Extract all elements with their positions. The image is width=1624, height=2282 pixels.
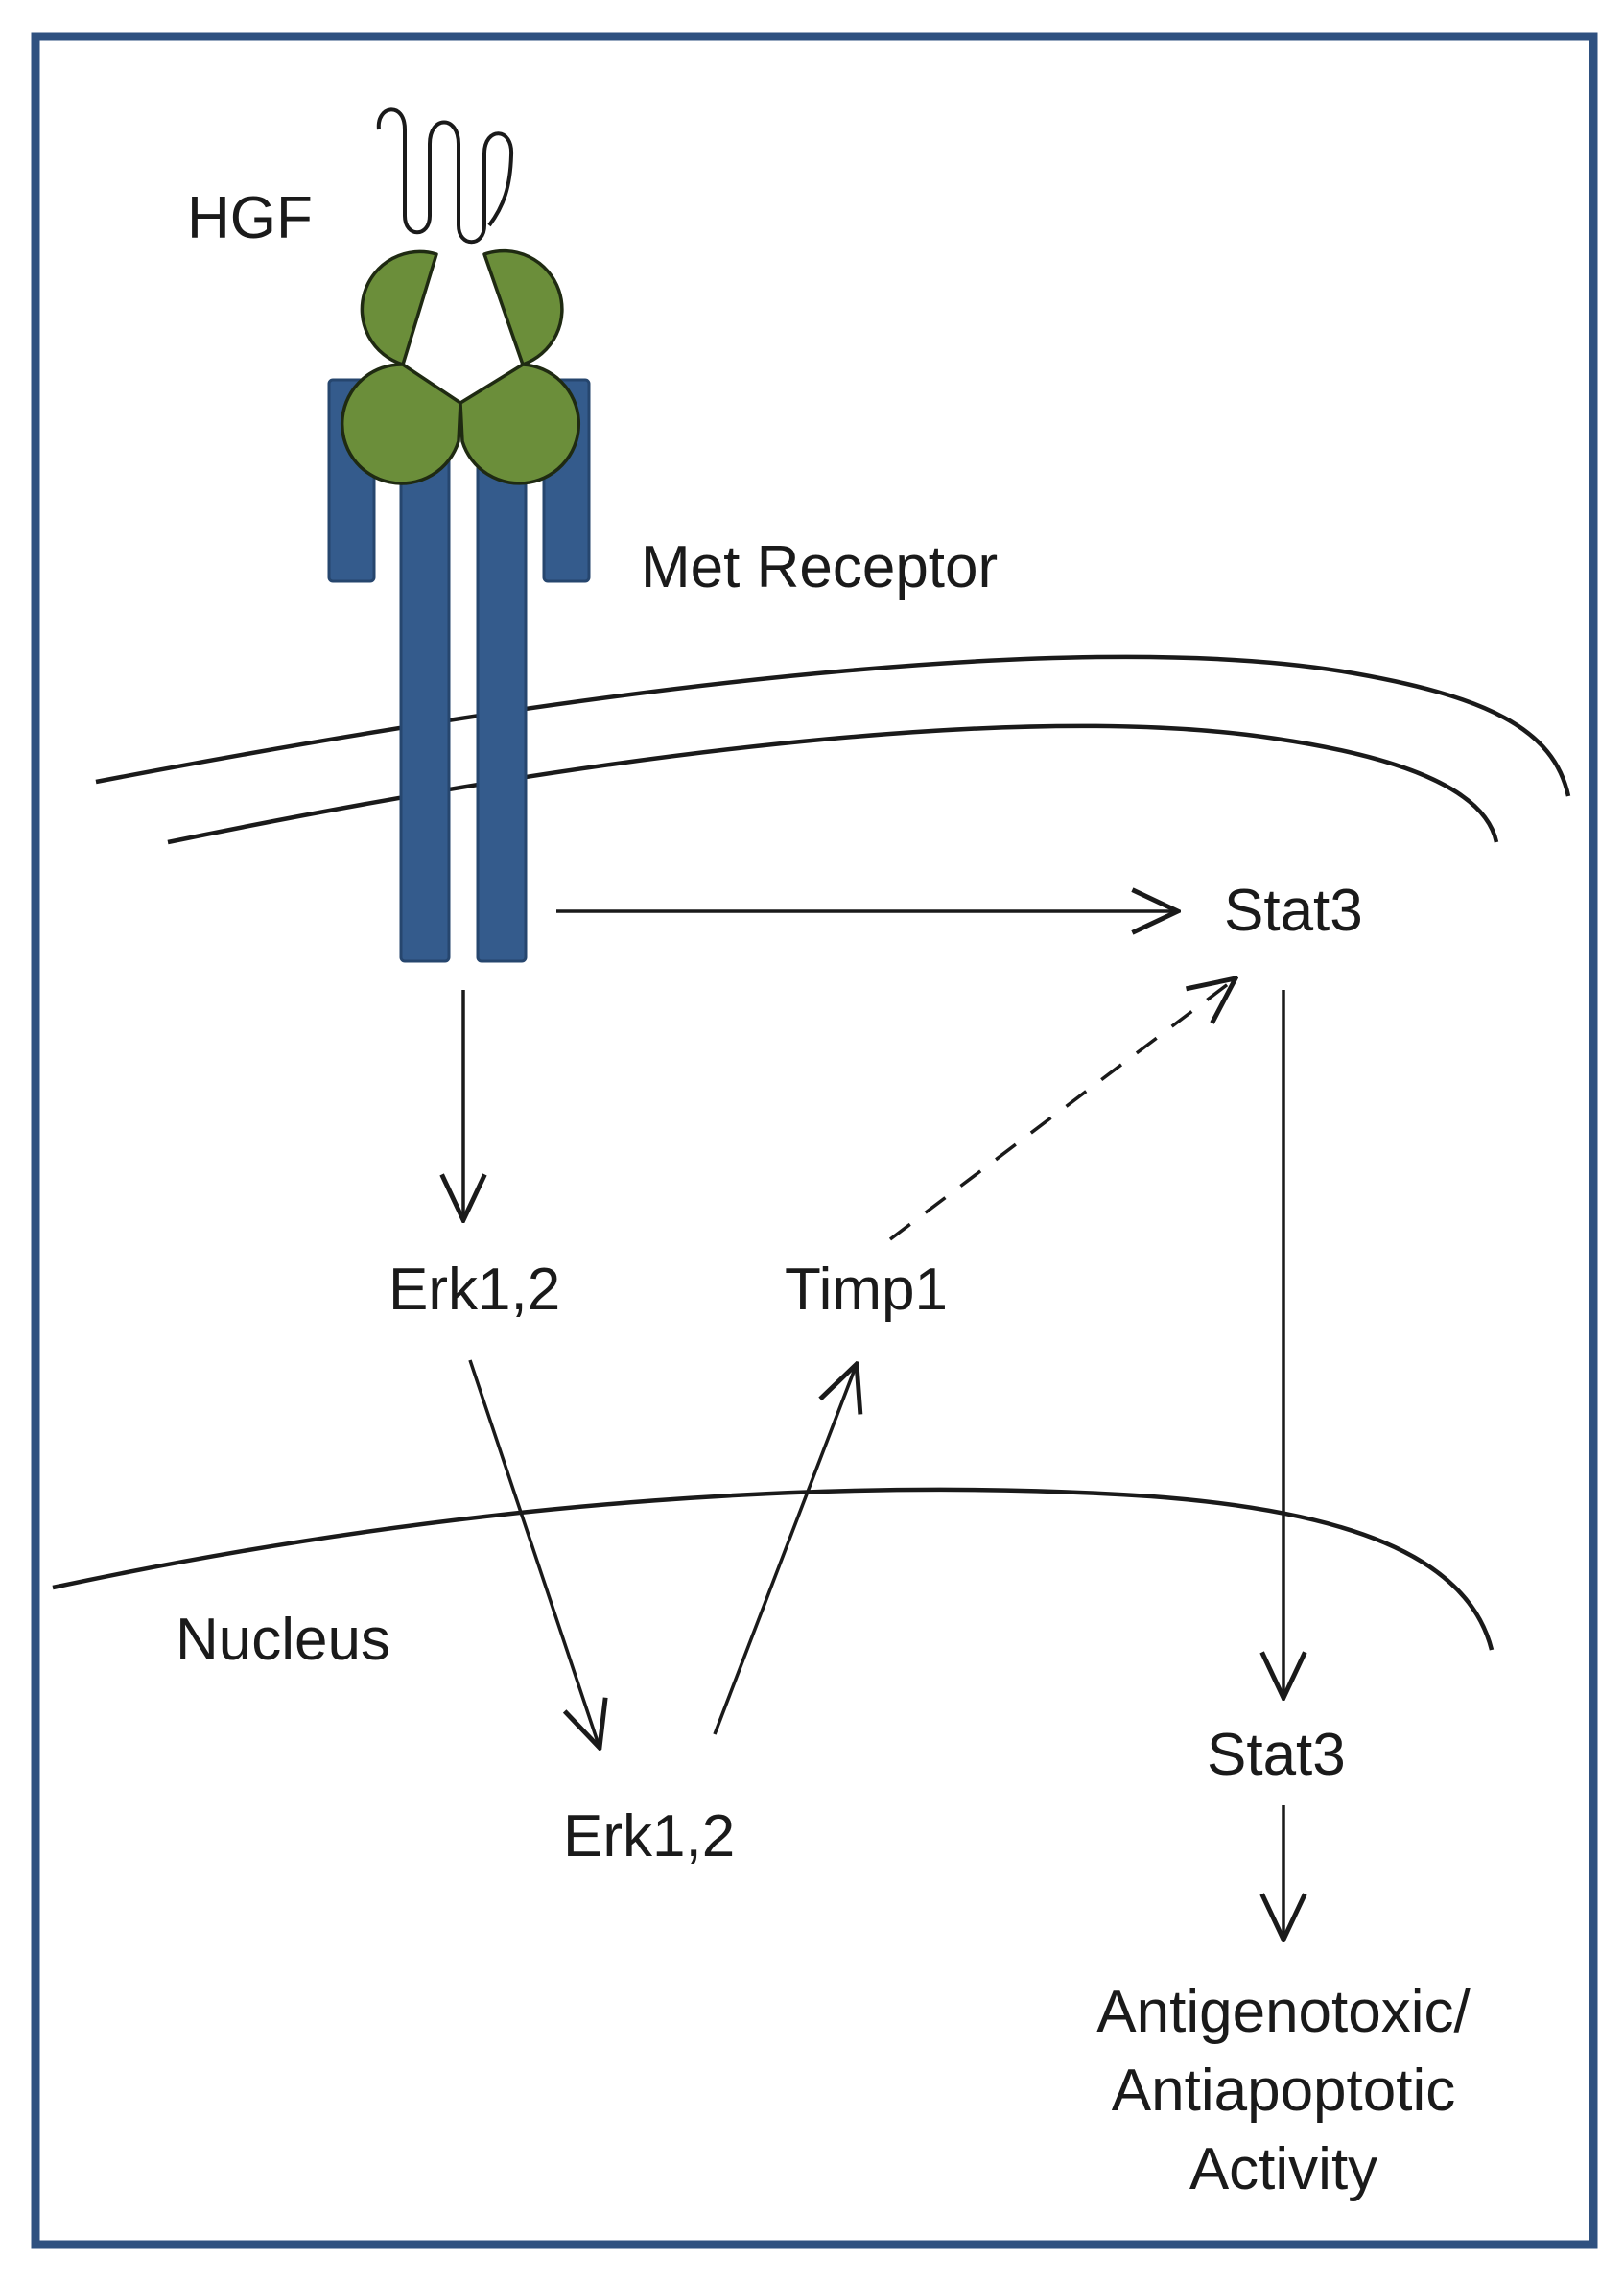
label-activity-line1: Antigenotoxic/ (1096, 1979, 1471, 2045)
label-timp1: Timp1 (785, 1257, 948, 1323)
hgf-ligand-chain (376, 107, 514, 245)
label-hgf: HGF (187, 185, 313, 251)
label-activity-line3: Activity (1189, 2136, 1377, 2202)
receptor-transmembrane-right (476, 411, 528, 963)
figure-frame (31, 32, 1598, 2249)
receptor-transmembrane-left (399, 411, 451, 963)
nuclear-membrane (52, 1487, 1495, 1651)
label-activity-line2: Antiapoptotic (1112, 2058, 1455, 2124)
arrow-erk-to-nucleus (468, 1359, 600, 1748)
ligand-domain-bottom-right (459, 363, 580, 485)
label-met-receptor: Met Receptor (641, 534, 998, 600)
ligand-domain-top-left (360, 249, 438, 366)
label-erk-nucleus: Erk1,2 (563, 1803, 735, 1870)
ligand-domain-top-right (482, 248, 564, 366)
hgf-ligand-icon (340, 248, 580, 485)
arrow-timp1-to-stat3-dashed (888, 978, 1236, 1241)
cell-membrane-outer (95, 654, 1571, 797)
label-erk-cytoplasm: Erk1,2 (388, 1257, 560, 1323)
ligand-domain-bottom-left (340, 363, 462, 485)
label-stat3-nucleus: Stat3 (1207, 1722, 1346, 1788)
label-nucleus: Nucleus (176, 1607, 390, 1673)
cell-membrane-inner (167, 723, 1499, 845)
arrow-nuclear-erk-to-timp1 (713, 1364, 857, 1735)
label-stat3-cytoplasm: Stat3 (1224, 878, 1363, 944)
